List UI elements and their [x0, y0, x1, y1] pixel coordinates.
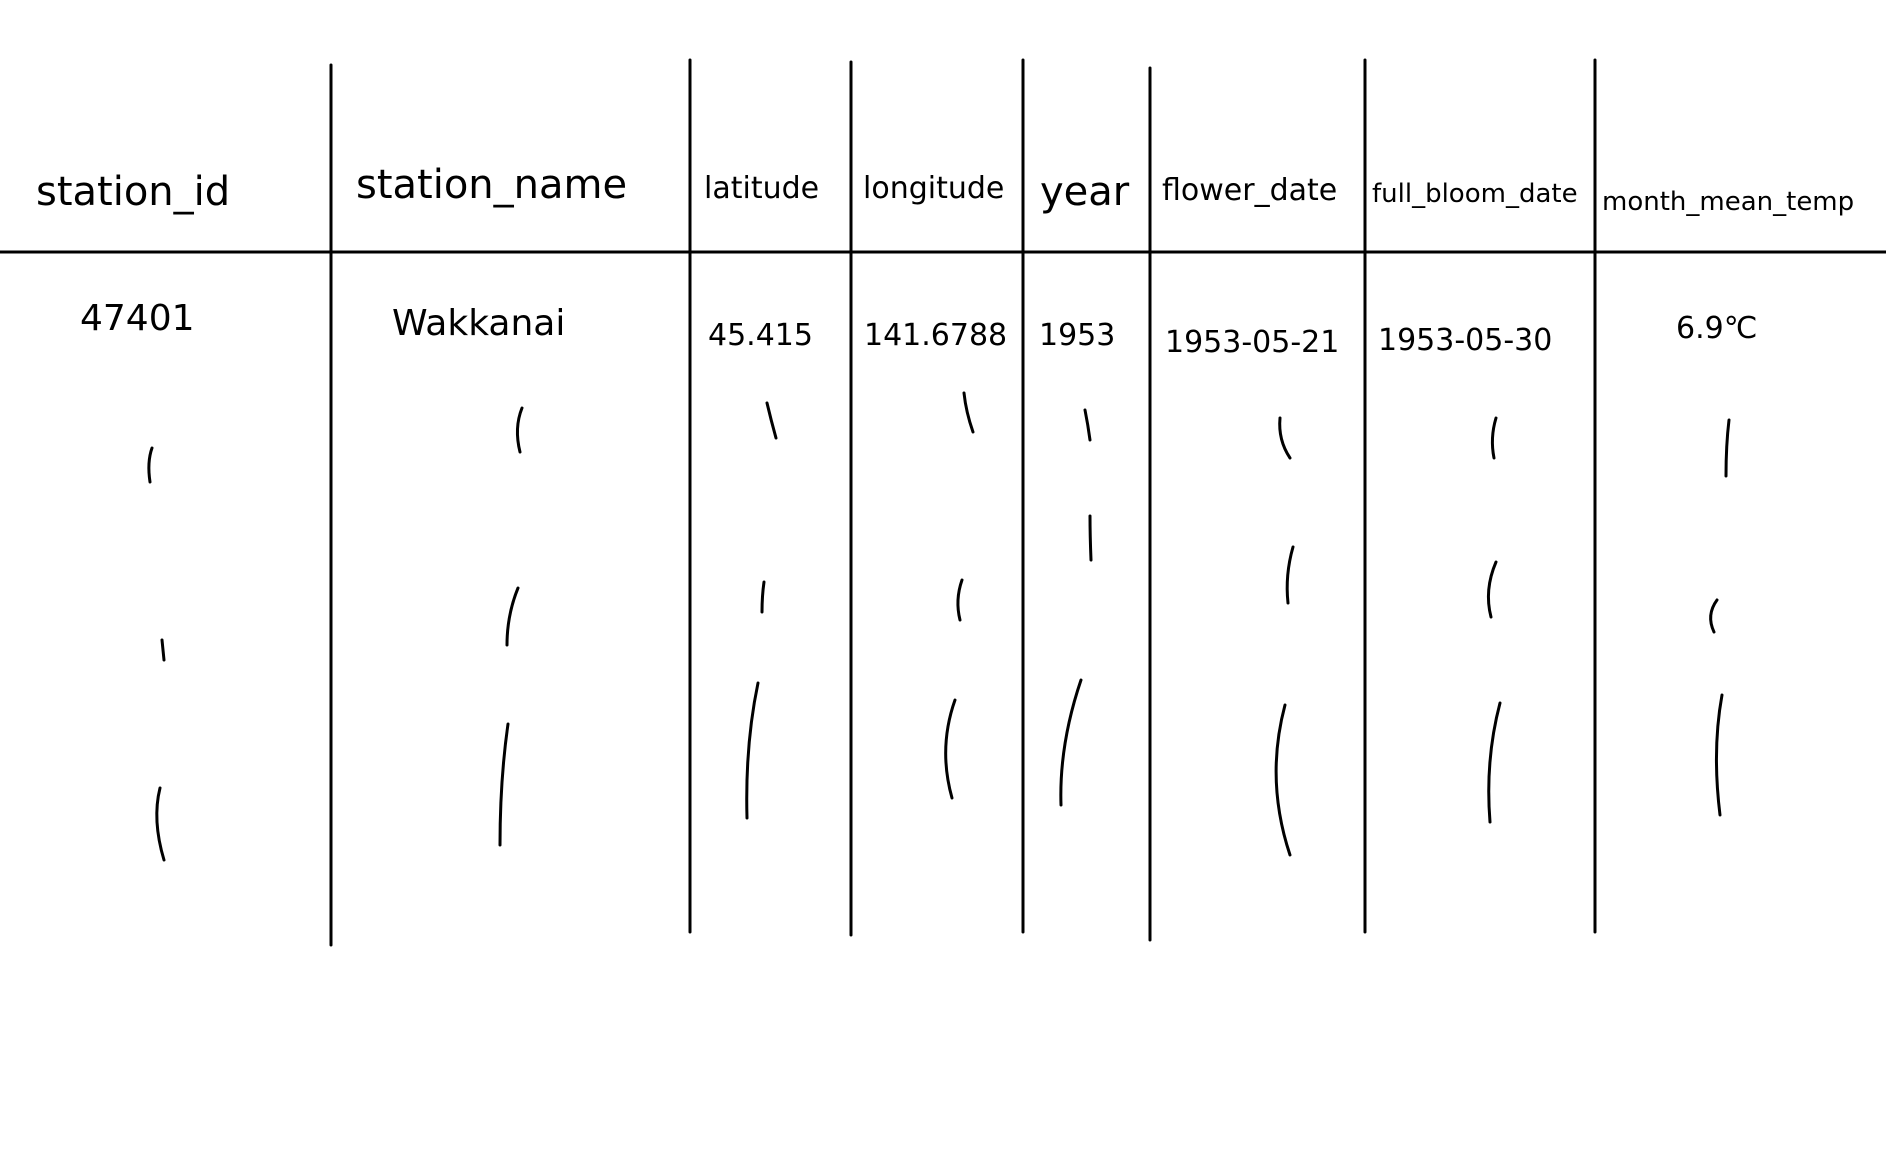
ditto-mark	[1709, 598, 1719, 634]
header-longitude: longitude	[863, 171, 1004, 206]
cell-month-mean-temp: 6.9℃	[1676, 311, 1757, 346]
cell-latitude: 45.415	[708, 318, 813, 353]
ditto-mark	[956, 578, 964, 622]
ditto-mark	[1490, 416, 1498, 460]
header-month-mean-temp: month_mean_temp	[1602, 187, 1854, 217]
ditto-marks	[147, 391, 1731, 862]
ditto-mark	[1059, 678, 1083, 807]
ditto-mark	[1487, 701, 1502, 824]
ditto-mark	[1714, 693, 1724, 817]
header-full-bloom-date: full_bloom_date	[1372, 179, 1578, 209]
header-station-id: station_id	[36, 169, 230, 215]
cell-longitude: 141.6788	[864, 318, 1007, 353]
header-flower-date: flower_date	[1162, 173, 1337, 208]
ditto-mark	[155, 786, 166, 862]
ditto-mark	[505, 586, 520, 647]
ditto-mark	[962, 391, 975, 434]
cell-station-name: Wakkanai	[392, 303, 565, 344]
ditto-mark	[160, 638, 166, 662]
cell-flower-date: 1953-05-21	[1165, 325, 1339, 360]
table-row: 47401 Wakkanai 45.415 141.6788 1953 1953…	[80, 298, 1757, 360]
ditto-mark	[1083, 408, 1092, 442]
header-station-name: station_name	[356, 162, 627, 208]
ditto-mark	[1088, 514, 1093, 562]
cell-year: 1953	[1039, 318, 1115, 353]
header-latitude: latitude	[704, 171, 819, 206]
ditto-mark	[1285, 545, 1295, 605]
header-year: year	[1040, 169, 1130, 215]
cell-station-id: 47401	[80, 298, 195, 339]
ditto-mark	[1274, 703, 1292, 857]
ditto-mark	[1724, 418, 1731, 478]
ditto-mark	[515, 406, 524, 454]
ditto-mark	[765, 401, 778, 440]
ditto-mark	[944, 698, 957, 800]
ditto-mark	[498, 722, 510, 847]
cell-full-bloom-date: 1953-05-30	[1378, 323, 1552, 358]
header-row: station_id station_name latitude longitu…	[36, 162, 1854, 217]
ditto-mark	[1486, 560, 1498, 619]
column-separators	[329, 58, 1597, 947]
ditto-mark	[745, 681, 760, 820]
ditto-mark	[1278, 416, 1292, 460]
ditto-mark	[760, 580, 766, 614]
ditto-mark	[147, 446, 154, 484]
